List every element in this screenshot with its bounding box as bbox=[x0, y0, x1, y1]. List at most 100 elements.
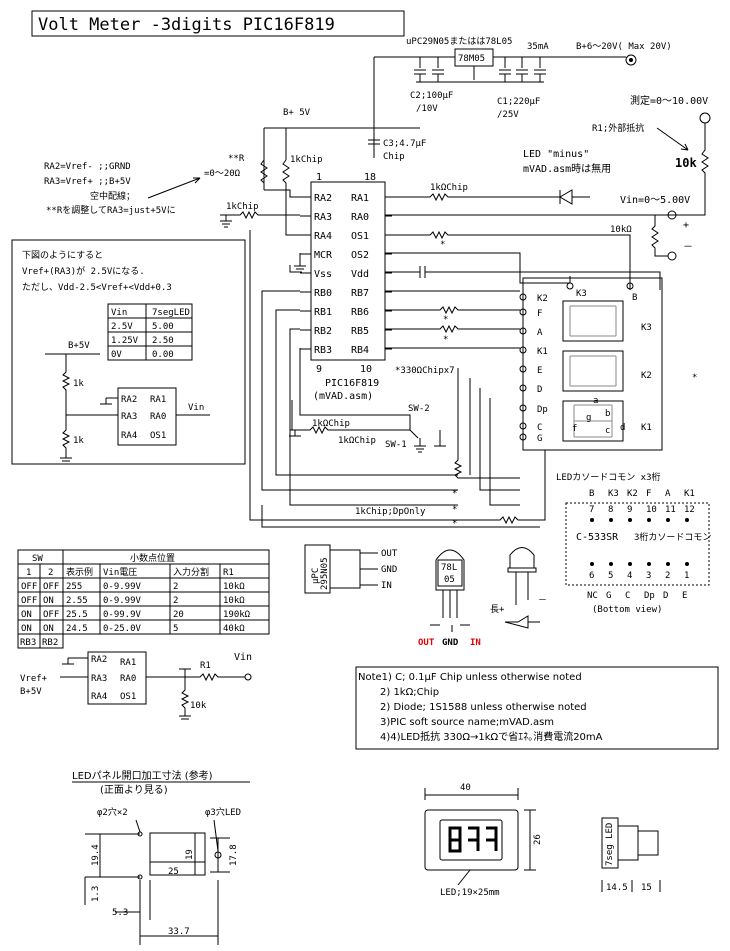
sw-vin: Vin bbox=[234, 652, 252, 663]
pinout-bot-label: NC bbox=[587, 591, 598, 601]
sw-cell: 2.55 bbox=[66, 596, 88, 606]
seg-f: f bbox=[572, 424, 577, 434]
supply-terminal bbox=[625, 54, 637, 66]
pic-pin-os1: OS1 bbox=[351, 231, 369, 242]
supply-label: B+6～20V( Max 20V) bbox=[576, 42, 672, 52]
sw2-label: SW-2 bbox=[408, 404, 430, 414]
sw-rb3: RB3 bbox=[20, 638, 36, 648]
vref-pin-ra2: RA2 bbox=[121, 395, 137, 405]
led-body bbox=[507, 547, 537, 573]
vref-cell: 0.00 bbox=[152, 350, 174, 360]
pin10-num: 10 bbox=[360, 364, 372, 375]
panel-d337: 33.7 bbox=[168, 927, 190, 937]
sw-cell: ON bbox=[43, 624, 54, 634]
seg-d: d bbox=[620, 423, 625, 433]
note-ra2: RA2=Vref- ;;GRND bbox=[44, 162, 131, 172]
disp-pin-k1: K1 bbox=[537, 347, 548, 357]
pic-file: (mVAD.asm) bbox=[313, 391, 373, 402]
sw-cell: 24.5 bbox=[66, 624, 88, 634]
sw-cell: OFF bbox=[21, 582, 37, 592]
sw-pin-ra1: RA1 bbox=[120, 658, 136, 668]
disp-label-k1: K1 bbox=[641, 423, 652, 433]
pinout-bot-label: D bbox=[663, 591, 668, 601]
module-d145: 14.5 bbox=[606, 883, 628, 893]
note-line: 3)PIC soft source name;mVAD.asm bbox=[380, 717, 554, 728]
vref-box: 下図のようにすると Vref+(RA3)が 2.5Vになる. ただし、Vdd-2… bbox=[11, 239, 246, 465]
pic-pin-rb1: RB1 bbox=[314, 307, 332, 318]
vref-l1: 下図のようにすると bbox=[22, 250, 103, 261]
pin1-num: 1 bbox=[316, 172, 322, 183]
pinout-bot-label: E bbox=[682, 591, 687, 601]
disp-star: * bbox=[692, 373, 697, 383]
panel-d13: 1.3 bbox=[91, 886, 101, 902]
vref-cell: 5.00 bbox=[152, 322, 174, 332]
sw-cell: OFF bbox=[43, 610, 59, 620]
disp-b: B bbox=[632, 293, 637, 303]
panel-hole3: φ3穴LED bbox=[205, 806, 241, 818]
pinout-top-num: 9 bbox=[627, 505, 632, 515]
sw-cell: ON bbox=[43, 596, 54, 606]
vref-ic bbox=[117, 387, 177, 446]
measure-section: 1kΩChip LED "minus" mVAD.asm時は無用 測定=0～10… bbox=[385, 94, 711, 290]
panel-d53: 5.3 bbox=[112, 908, 128, 918]
module-diagram: 40 26 LED;19×25mm 7seg LED 14.5 15 bbox=[424, 783, 661, 898]
module-h26: 26 bbox=[533, 834, 543, 845]
disp-pin-a: A bbox=[537, 328, 543, 338]
bplus-label: B+ 5V bbox=[283, 108, 311, 118]
upc-pin-gnd: GND bbox=[381, 565, 397, 575]
title-box bbox=[31, 10, 405, 37]
vref-pin-os1: OS1 bbox=[150, 431, 166, 441]
panel-d194: 19.4 bbox=[91, 844, 101, 866]
sw-cell: OFF bbox=[43, 582, 59, 592]
vref-l2: Vref+(RA3)が 2.5Vになる. bbox=[22, 265, 145, 277]
vin-label: Vin=0～5.00V bbox=[620, 195, 690, 206]
sw-cell: 40kΩ bbox=[223, 624, 245, 634]
sw-pin-ra3: RA3 bbox=[91, 674, 107, 684]
svg-text:*: * bbox=[452, 505, 457, 515]
digit-1 bbox=[562, 400, 624, 442]
digit-2 bbox=[562, 350, 624, 392]
panel-d19: 19 bbox=[185, 849, 195, 860]
pic-pin-rb4: RB4 bbox=[351, 345, 369, 356]
note-line: 2) Diode; 1S1588 unless otherwise noted bbox=[380, 702, 587, 713]
sw-bplus: B+5V bbox=[20, 687, 42, 697]
to92-out: OUT bbox=[418, 638, 435, 648]
pic-pin-mcr: MCR bbox=[314, 250, 333, 261]
sw-cell: 20 bbox=[173, 610, 184, 620]
sw-cell: ON bbox=[21, 624, 32, 634]
module-body bbox=[424, 809, 519, 871]
vref-cell: 2.50 bbox=[152, 336, 174, 346]
pinout-bot-num: 1 bbox=[684, 571, 689, 581]
note-line: 4)4)LED抵抗 330Ω→1kΩで省ｴﾈ｡消費電流20mA bbox=[380, 730, 603, 743]
vref-frame bbox=[11, 239, 246, 465]
r1-external: R1;外部抵抗 bbox=[592, 122, 644, 134]
upc-pin-in: IN bbox=[381, 581, 392, 591]
sw-r1: R1 bbox=[200, 661, 211, 671]
to92-part: 78L 05 OUT GND IN bbox=[418, 549, 481, 648]
sw-cell: OFF bbox=[21, 596, 37, 606]
pinout-view: (Bottom view) bbox=[592, 605, 662, 615]
sw-cell: 0-9.99V bbox=[103, 596, 142, 606]
pinout-box bbox=[565, 502, 710, 586]
sw-pin-ra4: RA4 bbox=[91, 692, 107, 702]
pinout-top-num: 11 bbox=[665, 505, 676, 515]
sw-ic bbox=[87, 651, 147, 705]
panel-title1: LEDパネル開口加工寸法 (参考) bbox=[72, 769, 213, 782]
c2-label: C2;100μF bbox=[410, 91, 453, 101]
to92-gnd: GND bbox=[442, 638, 459, 648]
sw1-label: SW-1 bbox=[385, 440, 407, 450]
svg-text:*: * bbox=[440, 240, 445, 250]
sw-pin-os1: OS1 bbox=[120, 692, 136, 702]
mclr-pullup-resistor bbox=[282, 159, 300, 236]
pic-pin-rb7: RB7 bbox=[351, 288, 369, 299]
pinout-top-label: F bbox=[646, 489, 651, 499]
vref-cell: 2.5V bbox=[111, 322, 133, 332]
